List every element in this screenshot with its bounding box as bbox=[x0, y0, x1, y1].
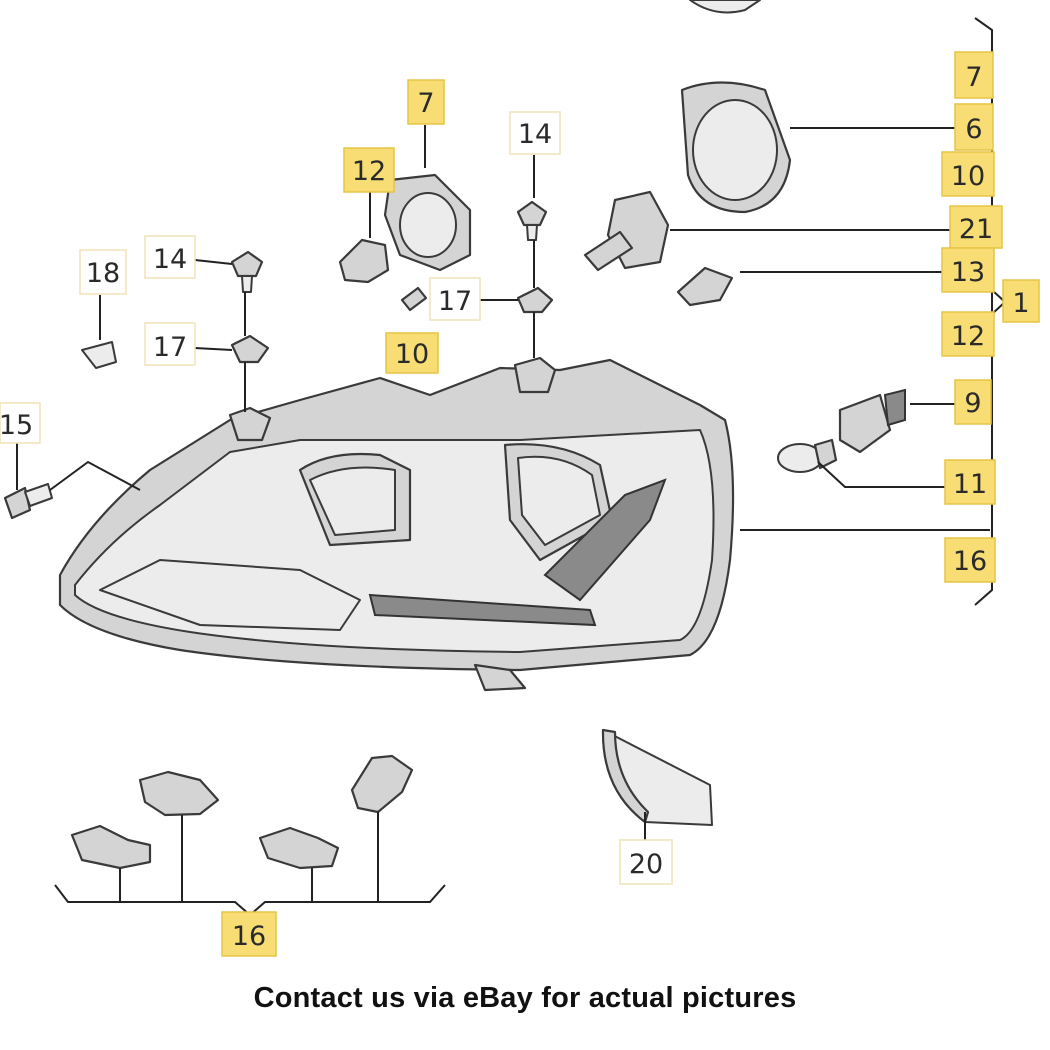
callout-15: 15 bbox=[0, 402, 41, 444]
svg-text:15: 15 bbox=[0, 410, 33, 441]
contact-caption: Contact us via eBay for actual pictures bbox=[253, 982, 797, 1014]
svg-text:16: 16 bbox=[953, 546, 987, 577]
callout-17-mid: 17 bbox=[429, 277, 481, 321]
callout-right-21: 21 bbox=[949, 205, 1003, 249]
callout-10-mid: 10 bbox=[385, 332, 439, 374]
clip-mid bbox=[516, 286, 554, 314]
svg-text:14: 14 bbox=[153, 244, 187, 275]
bulb-left bbox=[338, 238, 390, 284]
svg-text:14: 14 bbox=[518, 119, 552, 150]
callout-right-7: 7 bbox=[954, 51, 994, 99]
callout-7-top: 7 bbox=[407, 79, 445, 125]
headlight-housing bbox=[58, 356, 735, 692]
callout-right-13: 13 bbox=[941, 247, 995, 293]
callout-16-bottom: 16 bbox=[221, 911, 277, 957]
svg-text:21: 21 bbox=[959, 214, 993, 245]
bottom-socket-2 bbox=[138, 770, 220, 817]
clip-left bbox=[230, 334, 270, 364]
svg-text:12: 12 bbox=[951, 321, 985, 352]
svg-text:13: 13 bbox=[951, 257, 985, 288]
svg-text:1: 1 bbox=[1012, 288, 1029, 319]
svg-text:9: 9 bbox=[964, 388, 981, 419]
bulb-socket bbox=[838, 388, 906, 454]
callout-right-6: 6 bbox=[954, 103, 994, 151]
small-ring-cap bbox=[383, 173, 472, 272]
svg-text:11: 11 bbox=[953, 469, 987, 500]
callout-right-10: 10 bbox=[941, 151, 995, 197]
large-cover-cap bbox=[680, 81, 792, 214]
callout-18: 18 bbox=[79, 249, 127, 295]
plug-cap bbox=[81, 341, 117, 369]
bottom-socket-1 bbox=[70, 824, 152, 870]
side-reflector bbox=[601, 728, 713, 826]
callout-17-left: 17 bbox=[144, 322, 196, 366]
svg-text:20: 20 bbox=[629, 849, 663, 880]
svg-text:16: 16 bbox=[232, 921, 266, 952]
callout-right-16: 16 bbox=[944, 537, 996, 583]
bolt-left bbox=[3, 483, 53, 520]
svg-text:12: 12 bbox=[352, 156, 386, 187]
bottom-socket-3 bbox=[258, 826, 340, 870]
callout-14-left: 14 bbox=[144, 235, 196, 279]
callout-right-9: 9 bbox=[954, 379, 992, 425]
partial-part-top bbox=[689, 0, 761, 14]
bulb-connector bbox=[583, 190, 670, 272]
callout-right-12: 12 bbox=[941, 311, 995, 357]
svg-text:7: 7 bbox=[417, 88, 434, 119]
bottom-socket-4 bbox=[350, 754, 414, 814]
svg-text:6: 6 bbox=[965, 114, 982, 145]
small-clip bbox=[400, 286, 428, 312]
screw-right bbox=[676, 266, 734, 307]
svg-text:10: 10 bbox=[395, 339, 429, 370]
callout-20: 20 bbox=[619, 839, 673, 885]
svg-text:10: 10 bbox=[951, 161, 985, 192]
right-bracket bbox=[974, 17, 993, 606]
callout-12-top: 12 bbox=[343, 147, 395, 193]
svg-text:18: 18 bbox=[86, 258, 120, 289]
leader-lines bbox=[16, 125, 990, 917]
callout-right-1: 1 bbox=[1002, 279, 1040, 323]
callout-14-mid: 14 bbox=[509, 111, 561, 155]
svg-text:7: 7 bbox=[965, 62, 982, 93]
svg-text:17: 17 bbox=[438, 286, 472, 317]
screw-left bbox=[230, 250, 264, 293]
svg-text:17: 17 bbox=[153, 332, 187, 363]
screw-mid bbox=[516, 200, 548, 241]
small-bulb bbox=[777, 438, 838, 473]
callout-right-11: 11 bbox=[944, 459, 996, 505]
